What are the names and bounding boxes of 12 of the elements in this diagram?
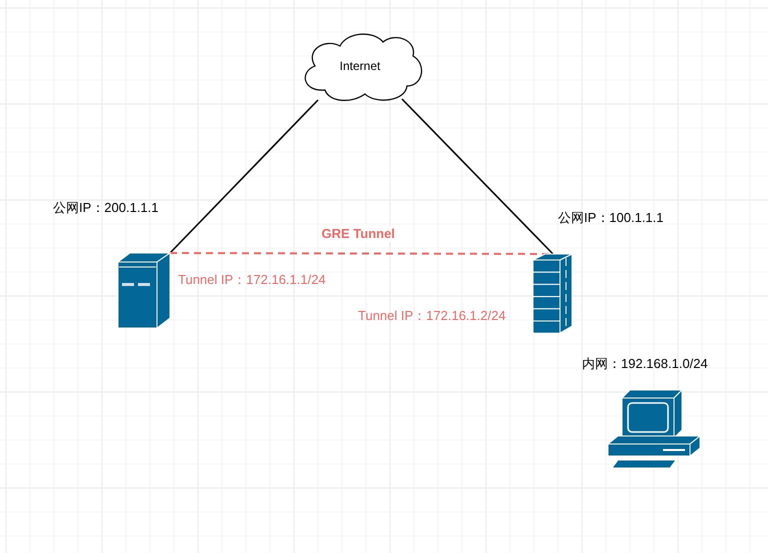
node-label: Internet (338, 59, 382, 73)
connector-line (169, 99, 319, 254)
computer-icon (608, 390, 700, 468)
ip-label: 公网IP：100.1.1.1 (558, 210, 664, 226)
ip-label: Tunnel IP：172.16.1.2/24 (358, 308, 506, 324)
ip-label: 内网：192.168.1.0/24 (582, 356, 708, 372)
ip-label: Tunnel IP：172.16.1.1/24 (178, 272, 326, 288)
ip-label: 公网IP：200.1.1.1 (53, 200, 158, 216)
edge-label: GRE Tunnel (320, 226, 397, 242)
server-icon (118, 253, 170, 328)
firewall-icon (533, 254, 572, 333)
connector-line (401, 98, 554, 255)
